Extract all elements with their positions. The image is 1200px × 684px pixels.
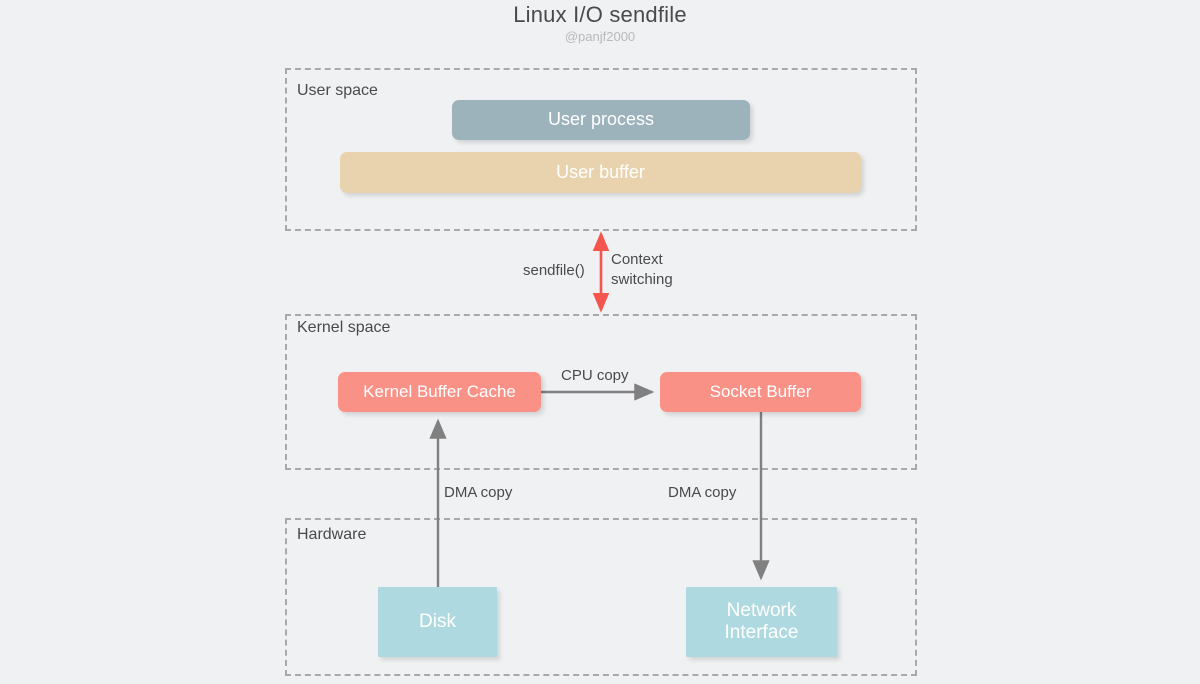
node-kernel-buffer-cache[interactable]: Kernel Buffer Cache [338, 372, 541, 412]
node-network-interface-label-line1: Network [726, 599, 797, 621]
page-subtitle: @panjf2000 [564, 29, 636, 44]
node-network-interface-label-line2: Interface [724, 622, 799, 643]
edge-label-context-switching: Context switching [611, 250, 673, 291]
node-user-process[interactable]: User process [452, 100, 750, 140]
page-title: Linux I/O sendfile [513, 2, 687, 27]
edge-label-context-switching-line1: Context [611, 251, 663, 268]
section-label-user-space: User space [297, 82, 378, 99]
node-disk[interactable]: Disk [378, 587, 497, 657]
edge-label-dma-copy-nic: DMA copy [668, 484, 737, 501]
node-kernel-buffer-cache-label: Kernel Buffer Cache [363, 381, 516, 401]
node-user-buffer-label: User buffer [556, 161, 645, 182]
node-socket-buffer[interactable]: Socket Buffer [660, 372, 861, 412]
section-kernel-space [285, 314, 917, 470]
section-hardware [285, 518, 917, 676]
node-user-buffer[interactable]: User buffer [340, 152, 861, 193]
node-user-process-label: User process [547, 109, 655, 130]
edge-label-cpu-copy: CPU copy [561, 367, 629, 384]
section-label-hardware: Hardware [297, 526, 367, 543]
node-socket-buffer-label: Socket Buffer [709, 381, 812, 401]
node-disk-label: Disk [419, 610, 456, 632]
node-network-interface[interactable]: Network Interface [686, 587, 837, 657]
edge-label-sendfile: sendfile() [523, 262, 585, 279]
edge-label-context-switching-line2: switching [611, 271, 673, 289]
section-label-kernel-space: Kernel space [297, 319, 391, 336]
section-user-space [285, 68, 917, 231]
edge-label-dma-copy-disk: DMA copy [444, 484, 513, 501]
